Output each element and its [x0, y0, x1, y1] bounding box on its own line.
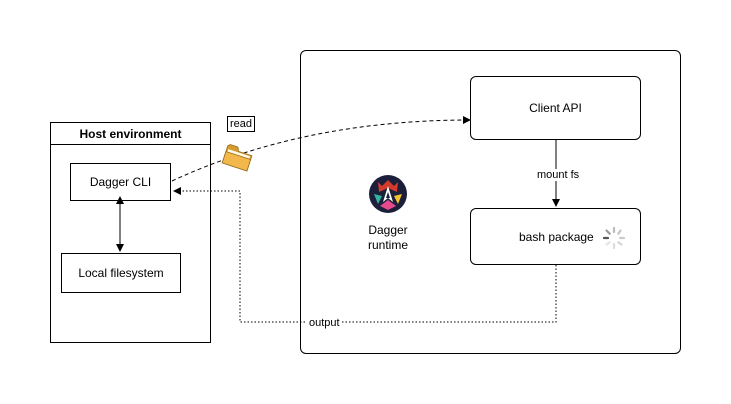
host-environment-title: Host environment [51, 123, 210, 145]
dagger-runtime-label: Dagger runtime [367, 223, 408, 252]
local-filesystem-label: Local filesystem [78, 266, 164, 280]
host-environment-panel: Host environment [50, 122, 211, 343]
mount-fs-label: mount fs [535, 169, 582, 181]
bash-package-box[interactable]: bash package [470, 208, 641, 265]
folder-icon [221, 144, 253, 172]
dagger-cli-label: Dagger CLI [89, 175, 152, 189]
client-api-box[interactable]: Client API [470, 76, 641, 140]
bash-package-label: bash package [519, 230, 594, 244]
read-label: read [227, 116, 256, 132]
client-api-label: Client API [529, 101, 582, 115]
loading-spinner-icon [602, 226, 626, 250]
dagger-logo-icon [369, 175, 407, 213]
read-connector [171, 116, 471, 182]
output-connector [173, 187, 557, 323]
local-filesystem-box[interactable]: Local filesystem [61, 253, 181, 293]
dagger-cli-box[interactable]: Dagger CLI [70, 163, 171, 201]
output-label: output [307, 317, 342, 329]
